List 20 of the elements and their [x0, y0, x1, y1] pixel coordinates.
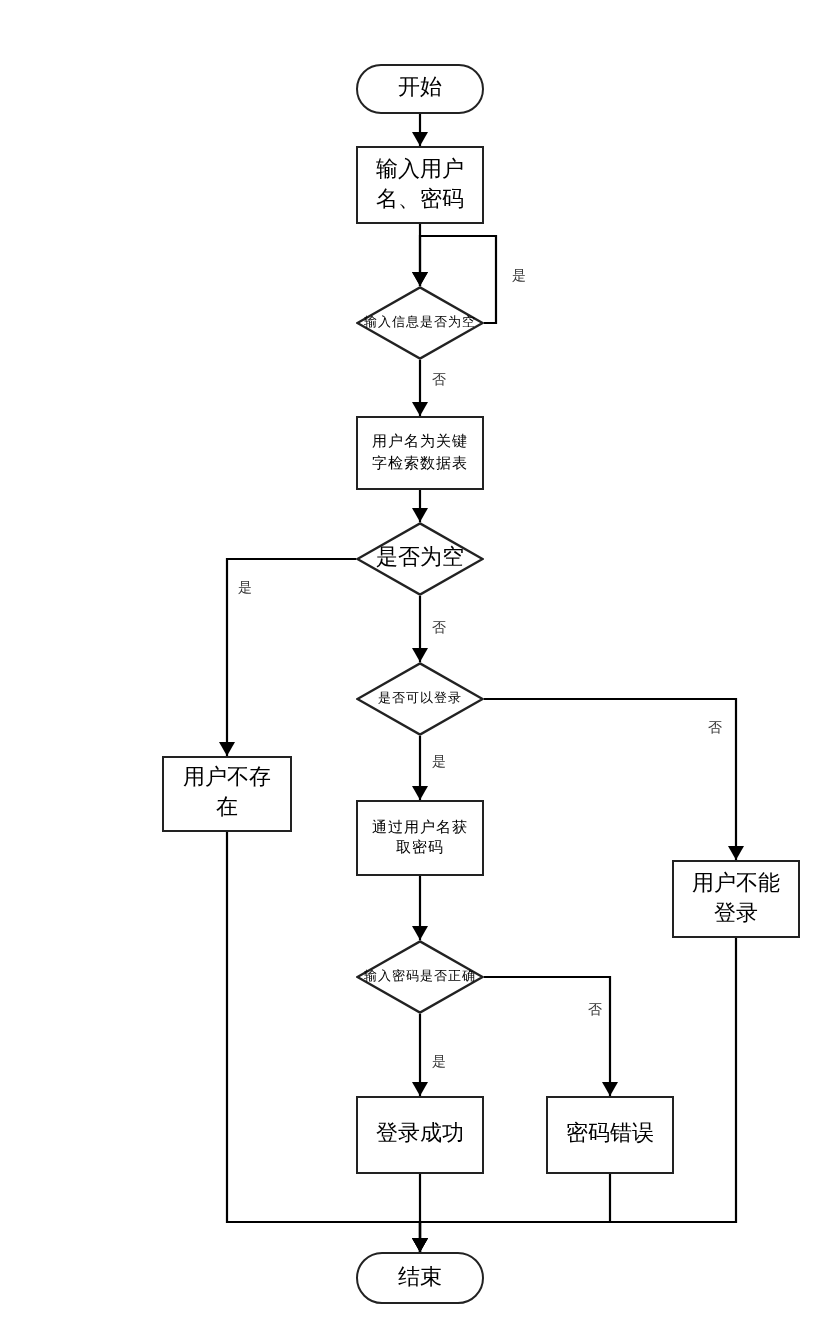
arrow [412, 234, 498, 325]
arrow [412, 1014, 428, 1096]
process-box: 密码错误 [546, 1096, 674, 1174]
arrow [412, 596, 428, 662]
process-box: 用户不能登录 [672, 860, 800, 938]
arrow [412, 876, 428, 940]
process-box: 登录成功 [356, 1096, 484, 1174]
arrow [412, 736, 428, 800]
terminal-box: 结束 [356, 1252, 484, 1304]
arrow [219, 557, 356, 756]
arrow [412, 360, 428, 416]
arrow [412, 490, 428, 522]
terminal-box: 开始 [356, 64, 484, 114]
process-box: 用户不存在 [162, 756, 292, 832]
arrow [484, 697, 744, 860]
process-box: 输入用户名、密码 [356, 146, 484, 224]
arrow [484, 975, 618, 1096]
decision-diamond: 是否为空 [356, 522, 484, 596]
arrow [412, 938, 738, 1252]
arrow [412, 114, 428, 146]
